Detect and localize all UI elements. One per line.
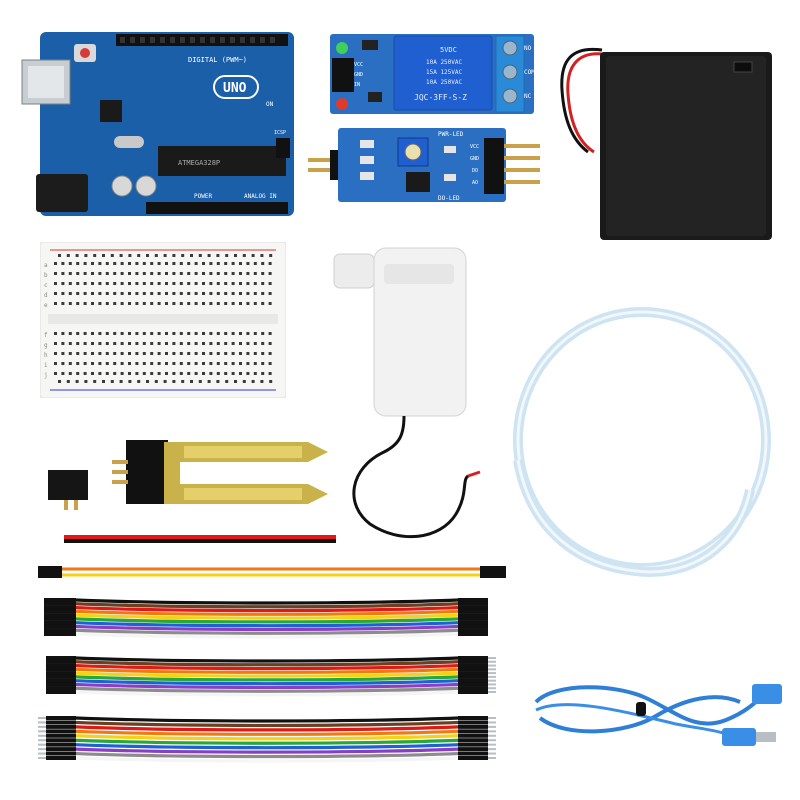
breadboard-row-letter: j [44, 372, 48, 379]
sensor-pin-vcc: VCC [470, 144, 479, 150]
ribbon-jumper-mf [36, 652, 498, 698]
sensor-pin-gnd: GND [470, 156, 479, 162]
ribbon-jumper-mm [36, 712, 498, 764]
sensor-pin-do: DO [472, 168, 478, 174]
arduino-uno-board: ATMEGA328P UNO DIGITAL (PWM~) ANALOG IN … [18, 28, 298, 220]
dc-jack [44, 466, 94, 512]
breadboard-row-letter: a [44, 262, 48, 269]
water-pump [330, 244, 500, 544]
relay-pin-in: IN [354, 82, 360, 88]
terminal-no: NO [524, 45, 532, 52]
do-led-label: DO-LED [438, 195, 460, 202]
silicone-tube [500, 300, 784, 590]
soil-moisture-probe [112, 432, 332, 512]
usb-cable [526, 672, 790, 752]
relay-cube-line-1: 5VDC [440, 46, 457, 54]
breadboard-row-letter: c [44, 282, 48, 289]
breadboard-row-letter: f [44, 332, 48, 339]
breadboard-row-letter: e [44, 302, 48, 309]
breadboard-row-letter: b [44, 272, 48, 279]
power-wire [60, 530, 340, 543]
relay-cube-line-3: 15A 125VAC [426, 69, 463, 76]
relay-pin-gnd: GND [354, 72, 363, 78]
pwr-led-label: PWR-LED [438, 131, 464, 138]
ribbon-jumper-ff [36, 594, 498, 640]
chip-label: ATMEGA328P [178, 159, 220, 167]
terminal-com: COM [524, 69, 535, 76]
breadboard-row-letter: d [44, 292, 48, 299]
power-label: POWER [194, 193, 212, 200]
icsp-label: ICSP [274, 130, 286, 136]
terminal-nc: NC [524, 93, 532, 100]
analog-label: ANALOG IN [244, 193, 277, 200]
sensor-pin-ao: AO [472, 180, 478, 186]
single-jumper-wire [34, 562, 510, 582]
on-label: ON [266, 101, 274, 108]
breadboard-row-letter: i [44, 362, 48, 369]
relay-cube-line-4: 10A 250VAC [426, 79, 463, 86]
relay-cube-line-2: 10A 250VAC [426, 59, 463, 66]
battery-box [552, 40, 776, 242]
relay-pin-vcc: VCC [354, 62, 363, 68]
relay-module: VCC GND IN 5VDC 10A 250VAC 15A 125VAC 10… [328, 32, 536, 116]
digital-label: DIGITAL (PWM~) [188, 56, 247, 64]
soil-sensor-control-board: PWR-LED DO-LED VCC GND DO AO [308, 124, 544, 206]
uno-logo-text: UNO [223, 81, 247, 96]
breadboard-row-letter: h [44, 352, 48, 359]
relay-cube-model: JQC-3FF-S-Z [414, 93, 467, 102]
breadboard-row-letter: g [44, 342, 48, 349]
